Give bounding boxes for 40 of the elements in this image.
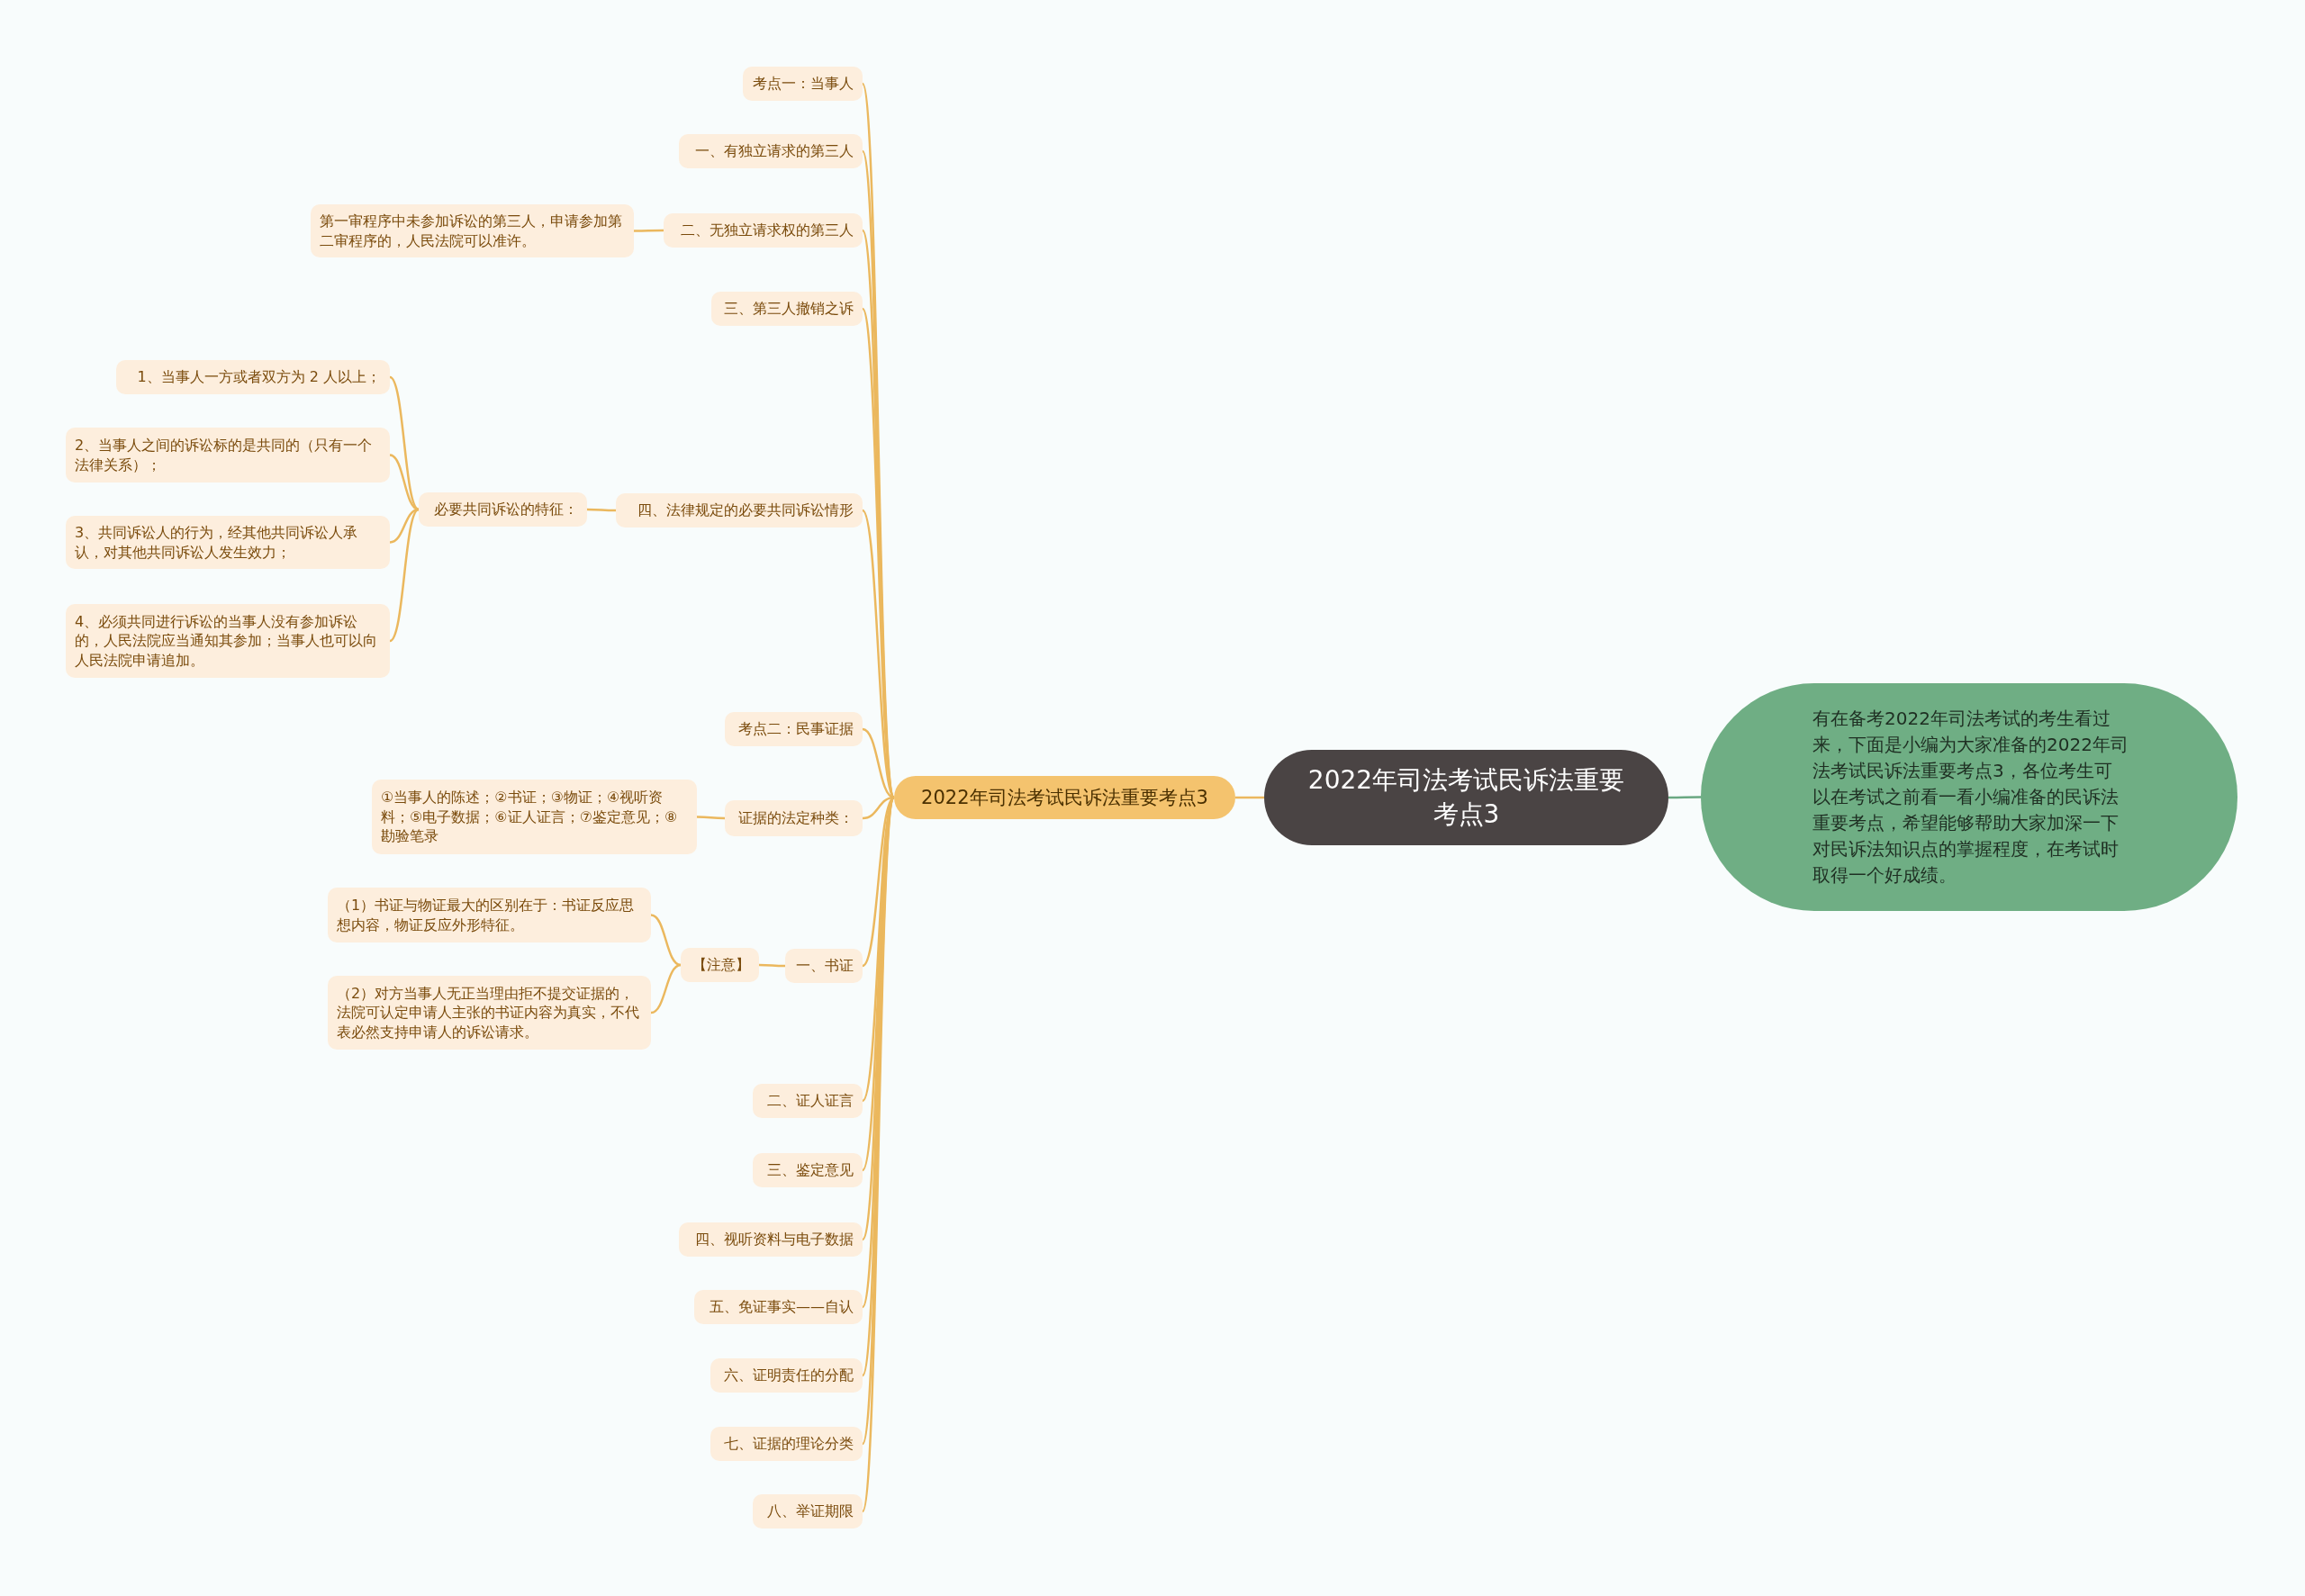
topic-box: 一、有独立请求的第三人 <box>679 134 863 168</box>
connector-line <box>389 454 420 511</box>
connector-line <box>389 508 420 544</box>
connector-line <box>697 816 725 820</box>
connector-line <box>650 914 682 967</box>
topic-box: 五、免证事实——自认 <box>694 1290 863 1324</box>
summary-bubble: 有在备考2022年司法考试的考生看过来，下面是小编为大家准备的2022年司法考试民诉法重要考点3，各位考生可以在考试之前看一看小编准备的民诉法重要考点，希望能够帮助大家加深一下对民诉法知识点的掌握程度，在考试时取得一个好成绩。 <box>1701 683 2237 911</box>
topic-box: （2）对方当事人无正当理由拒不提交证据的，法院可认定申请人主张的书证内容为真实，不代表必然支持申请人的诉讼请求。 <box>328 976 651 1050</box>
topic-box: 1、当事人一方或者双方为 2 人以上； <box>116 360 390 394</box>
topic-box: ①当事人的陈述；②书证；③物证；④视听资料；⑤电子数据；⑥证人证言；⑦鉴定意见；⑧ 勘验笔录 <box>372 780 697 854</box>
connector-line <box>1668 796 1701 799</box>
topic-box: 3、共同诉讼人的行为，经其他共同诉讼人承认，对其他共同诉讼人发生效力； <box>66 516 390 569</box>
topic-box: 四、视听资料与电子数据 <box>679 1222 863 1257</box>
connector-line <box>759 963 785 968</box>
connector-line <box>587 508 616 512</box>
topic-box: 证据的法定种类： <box>725 800 863 836</box>
topic-box: 七、证据的理论分类 <box>710 1427 863 1461</box>
topic-box: 必要共同诉讼的特征： <box>419 492 587 527</box>
topic-box: 三、鉴定意见 <box>753 1153 863 1187</box>
connector-line <box>634 229 664 232</box>
topic-box: 2、当事人之间的诉讼标的是共同的（只有一个法律关系）； <box>66 428 390 482</box>
topic-box: 一、书证 <box>785 949 863 983</box>
connector-line <box>389 509 420 642</box>
topic-box: 八、举证期限 <box>753 1494 863 1528</box>
topic-box: 考点一：当事人 <box>743 67 863 101</box>
topic-box: 六、证明责任的分配 <box>710 1358 863 1393</box>
root-topic-box: 2022年司法考试民诉法重要考点3 <box>1264 750 1668 845</box>
topic-box: （1）书证与物证最大的区别在于：书证反应思想内容，物证反应外形特征。 <box>328 888 651 942</box>
topic-box: 第一审程序中未参加诉讼的第三人，申请参加第二审程序的，人民法院可以准许。 <box>311 204 634 257</box>
topic-box: 【注意】 <box>681 948 759 982</box>
topic-box: 4、必须共同进行诉讼的当事人没有参加诉讼的，人民法院应当通知其参加；当事人也可以向人民法院申请追加。 <box>66 604 390 678</box>
topic-box: 考点二：民事证据 <box>725 712 863 746</box>
connector-line <box>650 963 682 1014</box>
topic-box: 二、无独立请求权的第三人 <box>664 213 863 248</box>
topic-box: 二、证人证言 <box>753 1084 863 1118</box>
topic-box: 三、第三人撤销之诉 <box>711 292 863 326</box>
branch-topic-box: 2022年司法考试民诉法重要考点3 <box>894 776 1235 819</box>
connector-line <box>389 376 420 510</box>
connector-line <box>1235 796 1264 799</box>
topic-box: 四、法律规定的必要共同诉讼情形 <box>616 493 863 527</box>
